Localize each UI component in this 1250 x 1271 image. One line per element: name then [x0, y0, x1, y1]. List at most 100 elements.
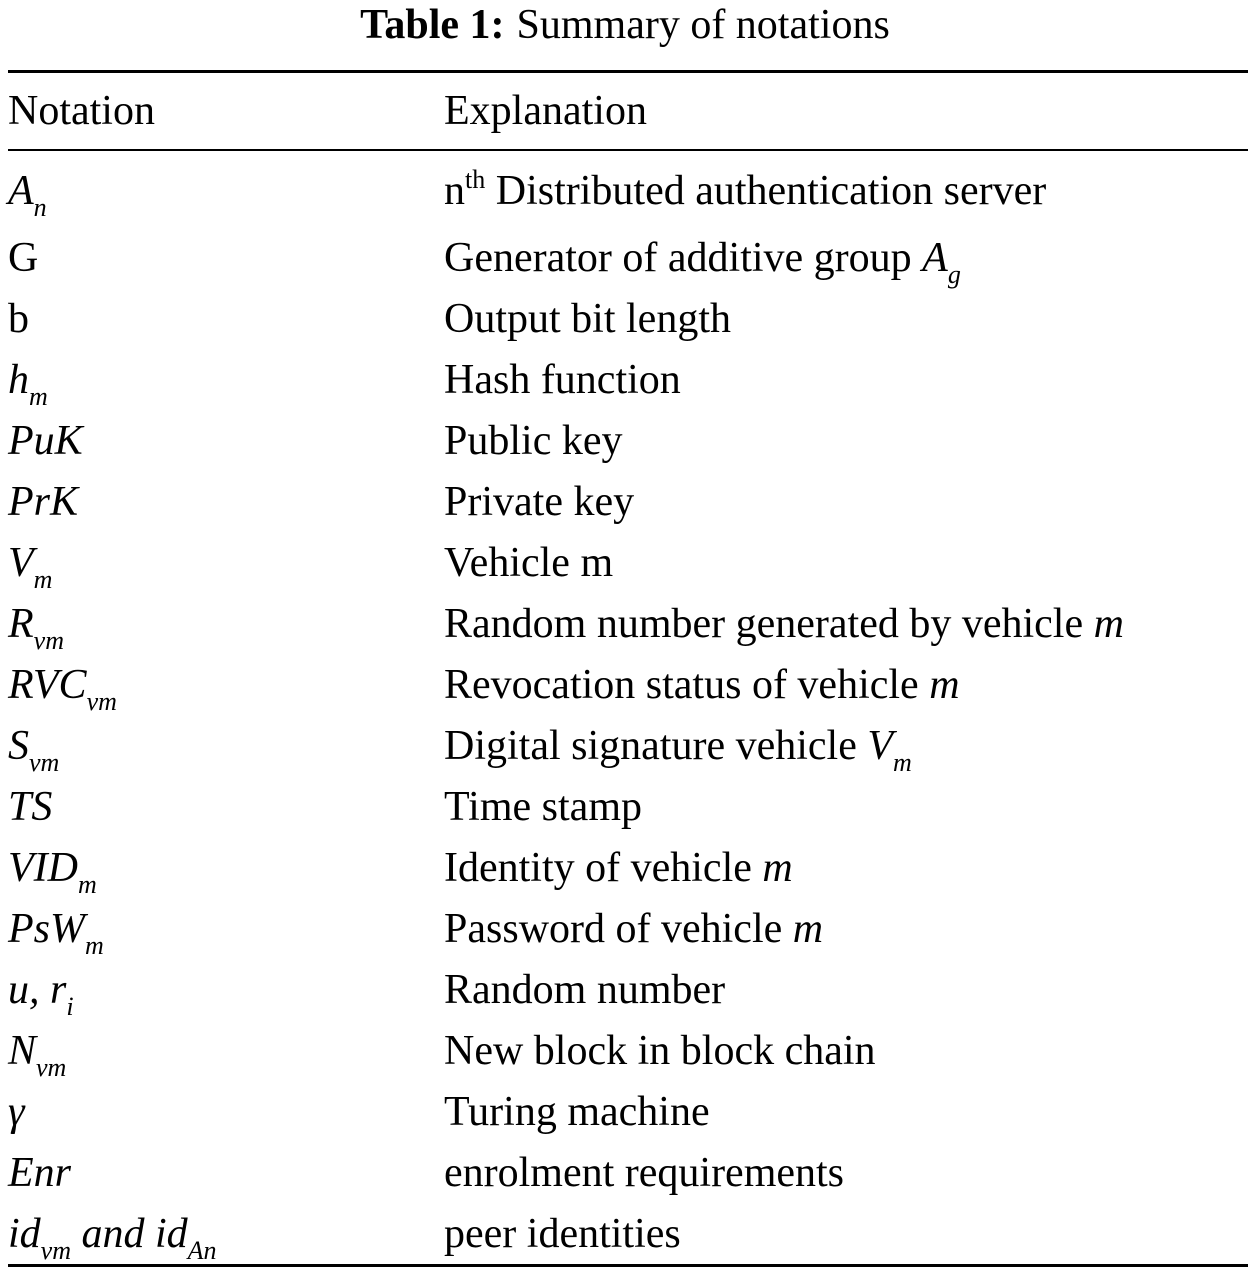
header-notation: Notation: [8, 88, 155, 134]
explanation-symbol: m: [1093, 600, 1124, 647]
notation-cell: γ: [8, 1081, 444, 1142]
explanation-cell: Random number generated by vehicle m: [444, 593, 1248, 654]
table-row: Rvm Random number generated by vehicle m: [8, 593, 1248, 655]
explanation-cell: Output bit length: [444, 288, 1248, 349]
notation-subscript: vm: [29, 747, 60, 777]
explanation-text: Vehicle m: [444, 539, 614, 586]
notation-symbol: R: [8, 600, 34, 647]
explanation-text: Distributed authentication server: [495, 168, 1047, 214]
notation-symbol: id: [8, 1210, 41, 1257]
explanation-text: peer identities: [444, 1210, 681, 1257]
notation-symbol: VID: [8, 844, 78, 891]
notation-symbol: TS: [8, 783, 53, 830]
explanation-symbol: m: [929, 661, 960, 708]
explanation-cell: nth Distributed authentication server: [444, 150, 1248, 227]
explanation-text: Turing machine: [444, 1088, 710, 1135]
notation-cell: b: [8, 288, 444, 349]
notation-symbol: S: [8, 722, 29, 769]
explanation-text: Output bit length: [444, 295, 731, 342]
explanation-cell: Digital signature vehicle Vm: [444, 715, 1248, 777]
notation-symbol: u, r: [8, 966, 67, 1013]
table-row: Enr enrolment requirements: [8, 1142, 1248, 1203]
explanation-text: Password of vehicle: [444, 905, 793, 952]
table-header: Notation Explanation: [8, 71, 1248, 150]
explanation-text: Revocation status of vehicle: [444, 661, 930, 708]
notation-symbol: PuK: [8, 417, 83, 464]
notation-cell: An: [8, 150, 444, 227]
explanation-cell: Turing machine: [444, 1081, 1248, 1142]
notation-symbol: and id: [71, 1210, 188, 1257]
explanation-text: New block in block chain: [444, 1027, 876, 1074]
explanation-subscript: m: [893, 747, 912, 777]
explanation-subscript: g: [947, 259, 961, 289]
explanation-cell: Public key: [444, 410, 1248, 471]
notation-symbol: N: [8, 1027, 37, 1074]
explanation-cell: Time stamp: [444, 776, 1248, 837]
notation-cell: Vm: [8, 532, 444, 594]
table-row: TS Time stamp: [8, 776, 1248, 837]
explanation-cell: peer identities: [444, 1203, 1248, 1266]
table-row: b Output bit length: [8, 288, 1248, 349]
notation-symbol: PsW: [8, 905, 85, 952]
notation-cell: Enr: [8, 1142, 444, 1203]
header-row: Notation Explanation: [8, 71, 1248, 150]
notation-symbol: A: [8, 168, 34, 214]
header-explanation: Explanation: [444, 88, 647, 134]
explanation-prefix: n: [444, 168, 465, 214]
notation-subscript: n: [33, 193, 47, 222]
notation-symbol: h: [8, 356, 29, 403]
explanation-cell: New block in block chain: [444, 1020, 1248, 1081]
explanation-cell: Random number: [444, 959, 1248, 1020]
table-row: PrK Private key: [8, 471, 1248, 532]
notation-cell: VIDm: [8, 837, 444, 899]
notation-cell: idvm and idAn: [8, 1203, 444, 1266]
caption-text: Summary of notations: [516, 2, 890, 48]
notation-subscript: vm: [40, 1235, 71, 1265]
notation-cell: RVCvm: [8, 654, 444, 716]
notation-cell: PrK: [8, 471, 444, 532]
explanation-text: Random number generated by vehicle: [444, 600, 1094, 647]
explanation-text: Generator of additive group: [444, 234, 923, 281]
explanation-cell: Vehicle m: [444, 532, 1248, 593]
explanation-cell: Password of vehicle m: [444, 898, 1248, 959]
explanation-text: Time stamp: [444, 783, 642, 830]
notation-symbol: RVC: [8, 661, 87, 708]
notation-subscript: m: [85, 930, 104, 960]
notation-subscript: i: [66, 991, 74, 1021]
notation-cell: PuK: [8, 410, 444, 471]
explanation-text: Identity of vehicle: [444, 844, 763, 891]
notation-cell: Nvm: [8, 1020, 444, 1082]
notation-symbol: b: [8, 295, 29, 342]
notation-subscript: vm: [86, 686, 117, 716]
notation-subscript: m: [33, 564, 53, 594]
notation-subscript: vm: [33, 625, 64, 655]
explanation-cell: Hash function: [444, 349, 1248, 410]
explanation-text: Random number: [444, 966, 726, 1013]
explanation-text: Digital signature vehicle: [444, 722, 868, 769]
notation-subscript: m: [29, 381, 48, 411]
explanation-text: enrolment requirements: [444, 1149, 845, 1196]
notation-symbol: Enr: [8, 1149, 71, 1196]
explanation-text: Private key: [444, 478, 635, 525]
explanation-cell: Generator of additive group Ag: [444, 227, 1248, 289]
explanation-cell: Identity of vehicle m: [444, 837, 1248, 898]
notation-subscript: An: [187, 1235, 217, 1265]
explanation-cell: Private key: [444, 471, 1248, 532]
notation-symbol: PrK: [8, 478, 79, 525]
explanation-text: Public key: [444, 417, 623, 464]
table-caption: Table 1:Summary of notations: [0, 0, 1250, 50]
notation-subscript: vm: [36, 1052, 67, 1082]
notation-cell: Svm: [8, 715, 444, 777]
explanation-cell: enrolment requirements: [444, 1142, 1248, 1203]
notation-cell: PsWm: [8, 898, 444, 960]
notation-cell: hm: [8, 349, 444, 411]
